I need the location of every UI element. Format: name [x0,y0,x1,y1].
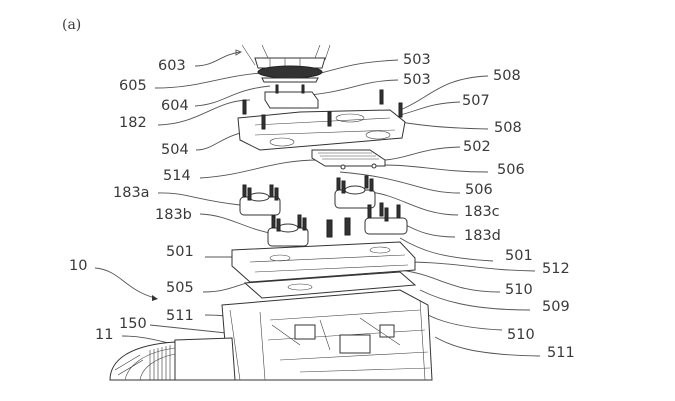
ref-label-501-right: 501 [505,248,533,264]
arrow-10 [152,295,158,301]
ref-label-503-upper: 503 [403,52,431,68]
figure-label: (a) [62,17,82,33]
ref-label-504: 504 [161,142,189,158]
ref-label-509: 509 [542,299,570,315]
leader-10 [94,267,156,299]
ref-label-514: 514 [163,168,191,184]
rail-502 [311,149,386,170]
ref-label-505: 505 [166,280,194,296]
leader-506-upper [384,164,489,173]
springs [326,217,351,238]
mount-183a [239,184,281,216]
ref-label-11: 11 [95,327,114,343]
leader-510-upper [399,269,501,293]
leader-508-upper [399,75,489,111]
ref-label-510-lower: 510 [507,327,535,343]
leader-514 [199,159,321,179]
mount-183d [364,202,408,235]
leader-604 [194,85,271,107]
accessory-603 [241,44,331,69]
ref-label-508-lower: 508 [494,120,522,136]
ref-label-511-left: 511 [166,308,194,324]
ref-label-605: 605 [119,78,147,94]
leader-501-right [399,237,494,262]
leader-511-right [434,336,541,357]
ref-label-508-upper: 508 [493,68,521,84]
leader-508-lower [399,121,489,130]
knurled-ring-605 [257,65,323,83]
ref-label-150: 150 [119,316,147,332]
ref-label-604: 604 [161,98,189,114]
leader-507 [399,101,461,116]
ref-label-183d: 183d [464,228,501,244]
ref-label-10: 10 [69,258,88,274]
leader-183d [399,222,456,238]
leader-509 [419,289,531,311]
ref-label-183a: 183a [113,185,150,201]
ref-label-510-upper: 510 [505,282,533,298]
camera-body-10 [221,289,433,381]
ref-label-183c: 183c [464,204,500,220]
leader-502 [384,146,461,161]
ref-label-506-upper: 506 [497,162,525,178]
mount-183b [267,214,309,247]
ref-label-511-right: 511 [547,345,575,361]
ref-label-503-lower: 503 [403,72,431,88]
ref-label-512: 512 [542,261,570,277]
leader-183c [369,191,459,216]
ref-label-603: 603 [158,58,186,74]
leader-182 [157,99,251,126]
ref-label-506-lower: 506 [465,182,493,198]
ref-label-507: 507 [462,93,490,109]
leader-183a [157,192,241,206]
plate-182-504 [237,89,406,151]
part-604 [264,84,319,109]
ref-label-182: 182 [119,115,147,131]
leader-503-lower [309,79,399,96]
lens-11 [109,337,236,381]
leader-605 [154,72,263,89]
ref-label-501-left: 501 [166,244,194,260]
mount-183c [334,175,376,209]
leader-506-lower [339,171,461,194]
ref-label-502: 502 [463,139,491,155]
plate-501-505 [231,241,417,299]
ref-label-183b: 183b [155,207,192,223]
leader-603 [194,51,241,67]
